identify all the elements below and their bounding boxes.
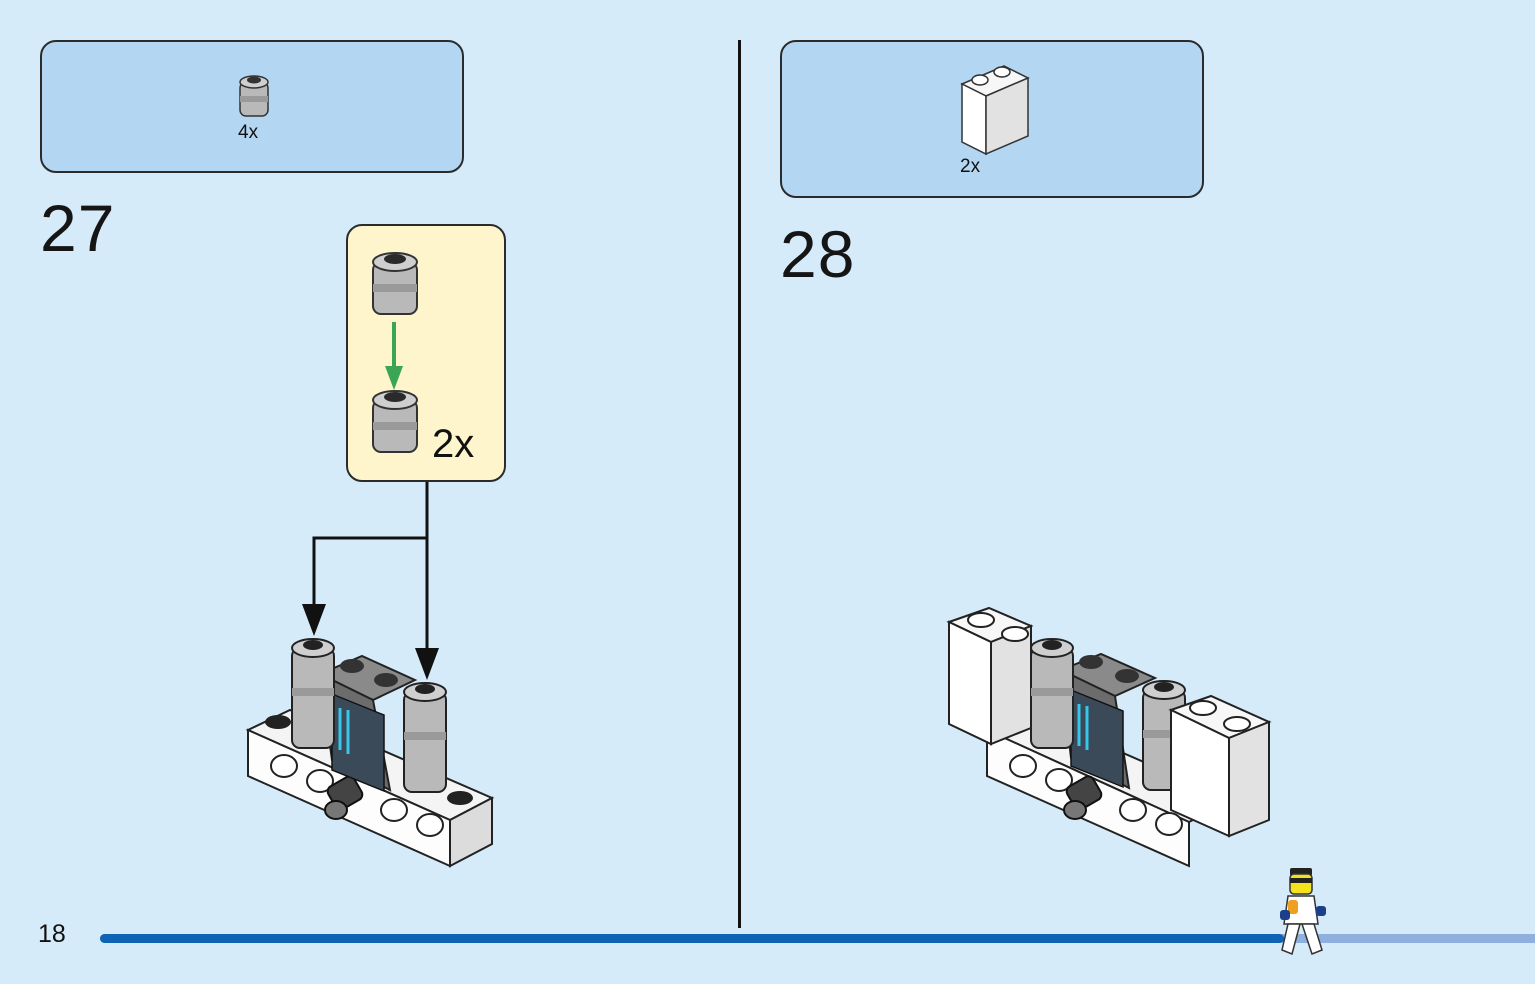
subassembly-quantity: 2x	[432, 422, 475, 466]
step-28-parts-list: 2x	[780, 40, 1204, 198]
part-quantity: 2x	[960, 156, 981, 177]
round-brick-bottom-icon	[372, 390, 418, 453]
green-arrow-icon	[385, 322, 403, 390]
subassembly-callout: 2x	[346, 224, 506, 482]
page-number: 18	[38, 920, 66, 948]
round-brick-grey-icon	[239, 75, 269, 117]
step-number: 27	[40, 191, 116, 265]
progress-fill	[100, 934, 1284, 943]
part-quantity: 4x	[238, 122, 259, 143]
step-divider	[738, 40, 741, 928]
step-27-model-icon	[245, 638, 495, 868]
white-brick-icon	[960, 65, 1030, 156]
step-28-model-icon	[946, 606, 1272, 868]
minifigure-icon	[1280, 868, 1326, 956]
step-27-parts-list: 4x	[40, 40, 464, 173]
progress-bar	[100, 934, 1535, 943]
step-number: 28	[780, 217, 856, 291]
round-brick-top-icon	[372, 252, 418, 315]
